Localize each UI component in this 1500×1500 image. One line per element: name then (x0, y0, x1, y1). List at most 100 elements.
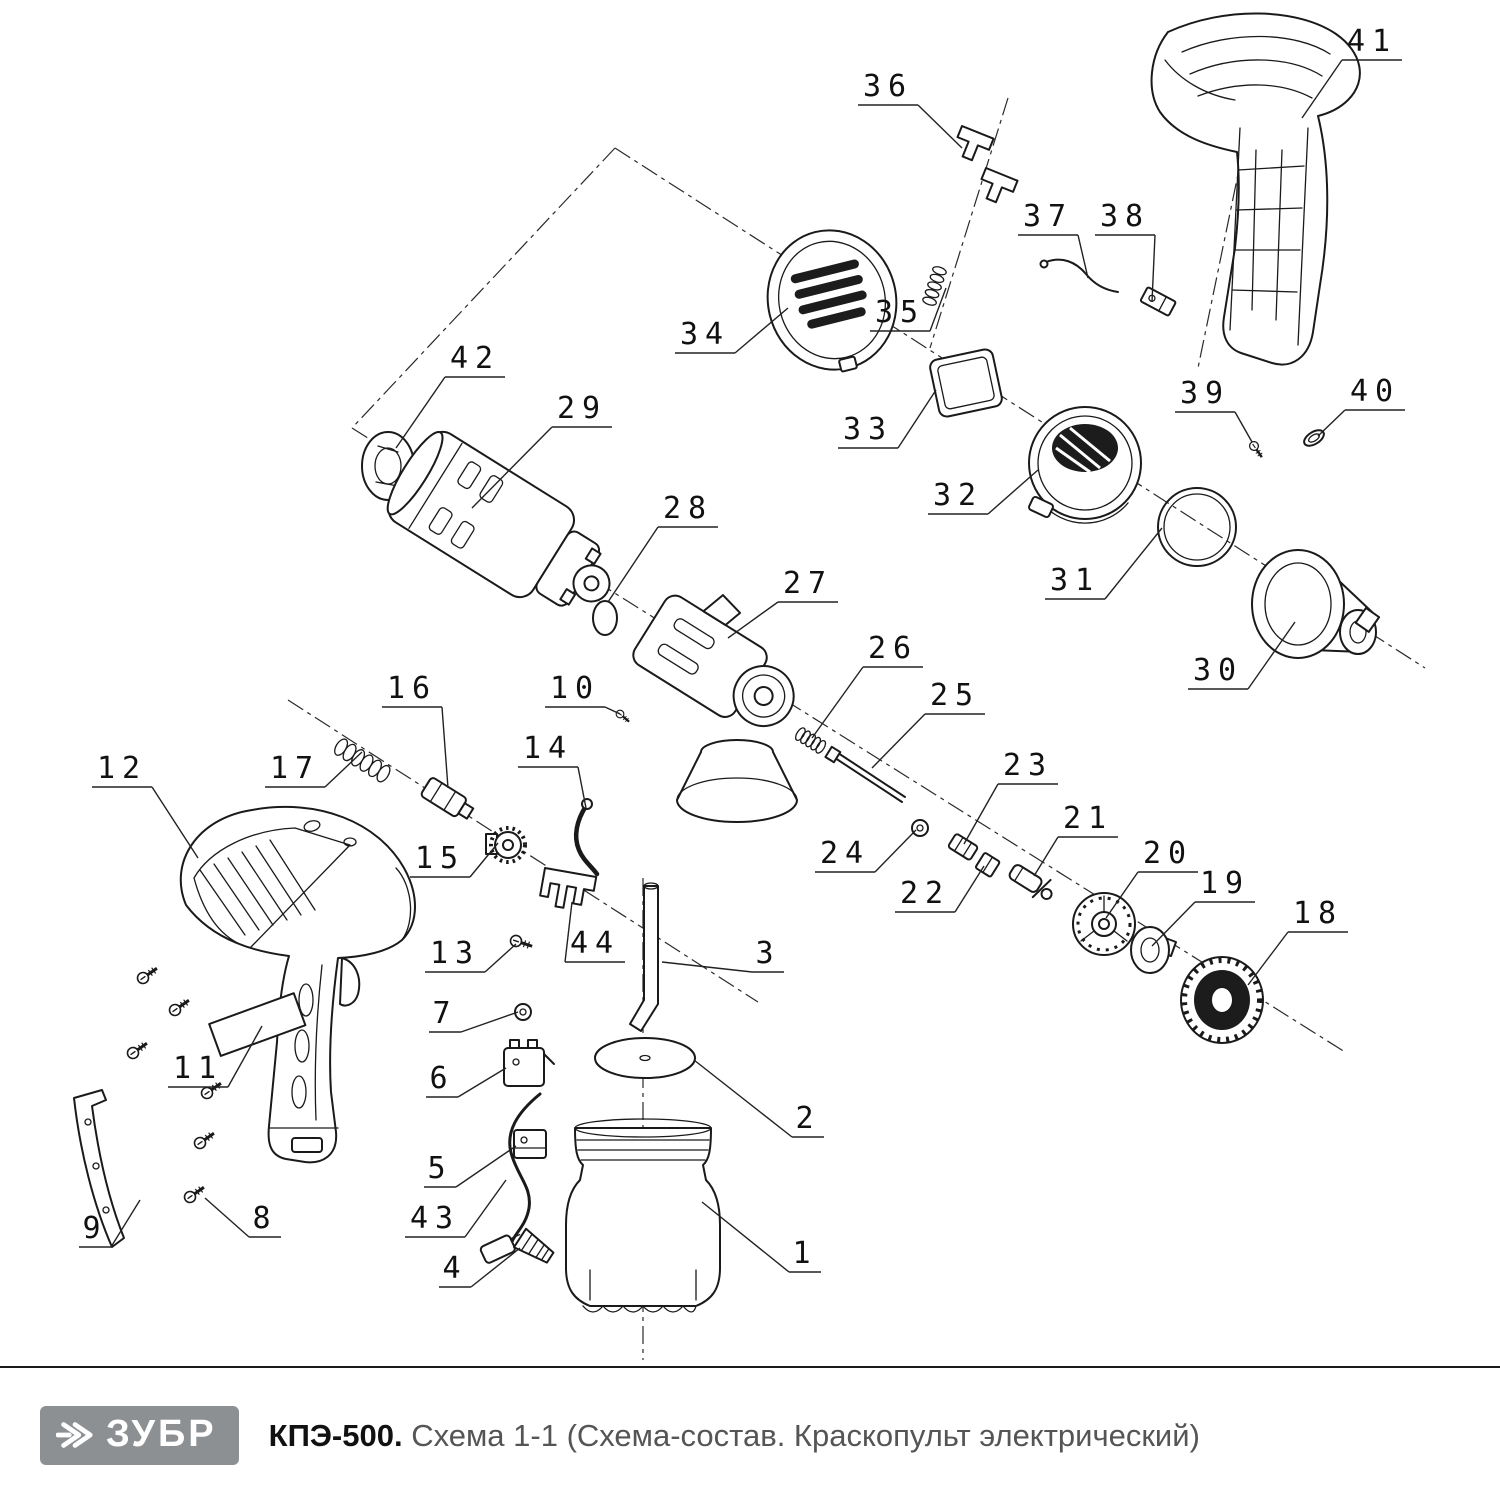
part-label-30: 30 (1193, 653, 1243, 688)
leader-line-18 (1247, 931, 1289, 986)
leader-line-25 (871, 713, 926, 769)
part-19-washer (1130, 926, 1177, 974)
leader-line-44 (564, 901, 573, 963)
leader-line-28 (607, 526, 659, 603)
part-16-slider (420, 777, 475, 820)
part-25-needle (824, 745, 906, 803)
part-38-terminal (1139, 286, 1177, 317)
part-label-3: 3 (755, 936, 780, 971)
part-8-screw (180, 1181, 209, 1207)
part-label-42: 42 (450, 341, 500, 376)
part-label-37: 37 (1023, 199, 1073, 234)
leader-line-5 (455, 1145, 517, 1188)
leader-line-35 (929, 287, 947, 332)
part-26-spring (794, 727, 827, 754)
part-label-40: 40 (1350, 374, 1400, 409)
leader-line-34 (734, 307, 789, 354)
leader-line-11 (227, 1025, 263, 1088)
part-43-power-cord (479, 1092, 542, 1264)
part-label-44: 44 (570, 926, 620, 961)
part-11-nameplate (208, 992, 307, 1057)
part-label-14: 14 (523, 731, 573, 766)
part-37-wire (1039, 258, 1119, 293)
part-label-19: 19 (1200, 866, 1250, 901)
leader-line-26 (811, 666, 864, 739)
part-label-24: 24 (820, 836, 870, 871)
part-3-suction-tube (629, 882, 659, 1032)
leader-line-19 (1151, 901, 1196, 947)
leader-line-33 (897, 389, 937, 449)
leader-line-42 (395, 376, 446, 449)
part-label-4: 4 (442, 1251, 467, 1286)
part-2-lid (594, 1037, 696, 1079)
part-label-32: 32 (933, 478, 983, 513)
part-label-10: 10 (550, 671, 600, 706)
part-label-20: 20 (1143, 836, 1193, 871)
part-39-screw (1246, 438, 1267, 461)
part-28-o-ring (592, 600, 618, 636)
zubr-logo: ЗУБР (40, 1406, 239, 1465)
leader-line-10 (604, 706, 621, 715)
part-label-12: 12 (97, 751, 147, 786)
brand-name: ЗУБР (106, 1413, 217, 1455)
leader-line-15 (469, 842, 499, 878)
part-label-33: 33 (843, 412, 893, 447)
footer: ЗУБР КПЭ-500. Схема 1-1 (Схема-состав. К… (0, 1366, 1500, 1465)
leader-line-9 (110, 1199, 141, 1248)
part-label-2: 2 (795, 1101, 820, 1136)
part-label-15: 15 (415, 841, 465, 876)
part-label-29: 29 (557, 391, 607, 426)
part-label-21: 21 (1063, 801, 1113, 836)
part-6-switch (503, 1039, 555, 1087)
leader-line-24 (874, 829, 917, 873)
leader-line-2 (693, 1059, 793, 1138)
diagram-subtitle: Схема 1-1 (Схема-состав. Краскопульт эле… (411, 1417, 1200, 1453)
part-17-spring (334, 738, 391, 783)
part-label-38: 38 (1100, 199, 1150, 234)
part-15-valve-gear (485, 826, 527, 864)
exploded-parts-diagram: 4136373834354229333239402831273026251610… (73, 12, 1426, 1360)
part-label-36: 36 (863, 69, 913, 104)
part-label-13: 13 (430, 936, 480, 971)
part-21-valve (1008, 864, 1053, 900)
leader-line-31 (1104, 527, 1163, 600)
leader-line-13 (484, 943, 517, 973)
part-label-18: 18 (1293, 896, 1343, 931)
leader-line-3 (661, 961, 753, 973)
part-32-turbine (1028, 406, 1142, 524)
footer-divider (0, 1366, 1500, 1368)
part-label-34: 34 (680, 317, 730, 352)
leader-line-37 (1077, 234, 1089, 279)
leader-line-43 (464, 1179, 507, 1238)
leader-line-17 (324, 751, 363, 788)
part-27-pump-body (632, 594, 798, 823)
leader-line-22 (954, 865, 985, 913)
part-label-8: 8 (252, 1201, 277, 1236)
part-1-container (565, 1118, 721, 1313)
part-24-washer (911, 819, 929, 837)
leader-line-41 (1301, 59, 1343, 119)
part-40-clip (1303, 429, 1325, 447)
leader-line-38 (1151, 234, 1156, 303)
part-label-28: 28 (663, 491, 713, 526)
part-label-35: 35 (875, 295, 925, 330)
diagram-title: КПЭ-500. Схема 1-1 (Схема-состав. Краско… (269, 1418, 1200, 1454)
leader-line-21 (1033, 836, 1059, 877)
part-label-16: 16 (387, 671, 437, 706)
part-12-housing-left (179, 806, 416, 1164)
leader-line-27 (727, 601, 779, 639)
leader-line-6 (457, 1067, 507, 1098)
leader-line-39 (1234, 411, 1253, 443)
part-label-17: 17 (270, 751, 320, 786)
part-10-screw (613, 707, 633, 726)
part-36-brushes (956, 125, 1019, 204)
leader-line-12 (151, 786, 199, 859)
part-label-23: 23 (1003, 748, 1053, 783)
leader-line-16 (441, 706, 449, 789)
part-label-31: 31 (1050, 563, 1100, 598)
part-label-41: 41 (1347, 24, 1397, 59)
leader-line-32 (987, 469, 1039, 515)
leader-line-20 (1105, 871, 1139, 919)
part-33-filter (929, 348, 1003, 418)
